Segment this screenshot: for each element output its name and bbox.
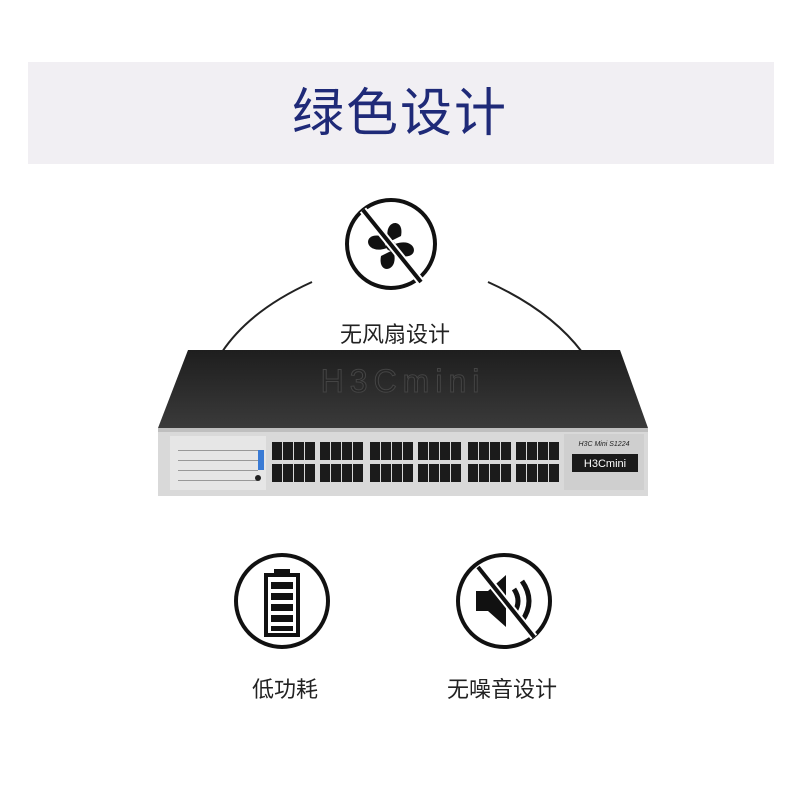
rj45-port	[403, 464, 413, 482]
network-switch-image: H3Cmini H3C Mini S1224 H3Cmini	[158, 350, 648, 496]
rj45-port	[468, 464, 478, 482]
fanless-label: 无风扇设计	[340, 323, 451, 348]
rj45-port	[294, 464, 304, 482]
rj45-port	[305, 464, 315, 482]
rj45-port	[272, 464, 282, 482]
rj45-port	[418, 464, 428, 482]
silent-label: 无噪音设计	[447, 678, 558, 703]
rj45-port	[381, 464, 391, 482]
page-title: 绿色设计	[291, 84, 508, 144]
brand-logo: H3Cmini	[584, 458, 626, 470]
rj45-port	[527, 442, 537, 460]
rj45-port	[516, 464, 526, 482]
rj45-port	[440, 464, 450, 482]
rj45-port	[294, 442, 304, 460]
rj45-port	[451, 442, 461, 460]
rj45-port	[549, 442, 559, 460]
rj45-port	[429, 442, 439, 460]
rj45-port	[392, 442, 402, 460]
rj45-port	[283, 442, 293, 460]
rj45-port	[342, 442, 352, 460]
rj45-port	[381, 442, 391, 460]
rj45-port	[320, 442, 330, 460]
rj45-port	[501, 442, 511, 460]
svg-text:H3Cmini: H3Cmini	[321, 363, 486, 399]
rj45-port	[549, 464, 559, 482]
rj45-port	[283, 464, 293, 482]
rj45-port	[538, 442, 548, 460]
rj45-port	[429, 464, 439, 482]
rj45-port	[451, 464, 461, 482]
rj45-port	[479, 464, 489, 482]
rj45-port	[490, 464, 500, 482]
no-fan-icon	[345, 198, 437, 290]
rj45-port	[305, 442, 315, 460]
rj45-port	[353, 464, 363, 482]
rj45-port	[370, 464, 380, 482]
battery-full-icon	[234, 553, 330, 649]
rj45-port	[516, 442, 526, 460]
rj45-port	[370, 442, 380, 460]
rj45-port	[418, 442, 428, 460]
rj45-port	[331, 442, 341, 460]
rj45-port	[392, 464, 402, 482]
rj45-port	[403, 442, 413, 460]
rj45-port	[490, 442, 500, 460]
rj45-port	[320, 464, 330, 482]
rj45-port	[342, 464, 352, 482]
muted-speaker-icon	[456, 553, 552, 649]
rj45-port	[353, 442, 363, 460]
title-banner	[28, 62, 774, 164]
rj45-port	[272, 442, 282, 460]
rj45-port	[468, 442, 478, 460]
rj45-port	[479, 442, 489, 460]
rj45-port	[440, 442, 450, 460]
rj45-port	[527, 464, 537, 482]
rj45-port	[331, 464, 341, 482]
rj45-port	[538, 464, 548, 482]
low-power-label: 低功耗	[252, 678, 319, 703]
rj45-port	[501, 464, 511, 482]
model-label: H3C Mini S1224	[579, 441, 630, 448]
